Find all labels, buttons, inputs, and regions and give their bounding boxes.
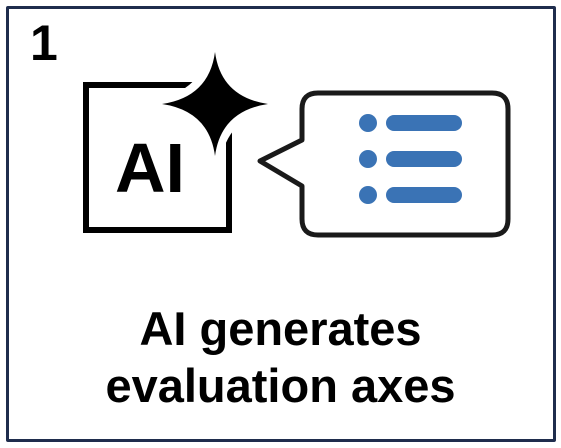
caption-line-1: AI generates	[139, 302, 422, 355]
ai-label: AI	[115, 129, 185, 207]
bulleted-list-icon	[359, 114, 462, 204]
illustration: AI	[83, 39, 511, 238]
caption-line-2: evaluation axes	[105, 359, 456, 412]
speech-bubble	[257, 90, 511, 238]
list-line	[386, 115, 462, 131]
list-line	[386, 151, 462, 167]
list-bullet	[359, 186, 377, 204]
list-line	[386, 187, 462, 203]
caption: AI generates evaluation axes	[0, 300, 561, 414]
step-number: 1	[30, 15, 58, 71]
sparkle-icon	[150, 39, 280, 169]
list-bullet	[359, 150, 377, 168]
list-bullet	[359, 114, 377, 132]
